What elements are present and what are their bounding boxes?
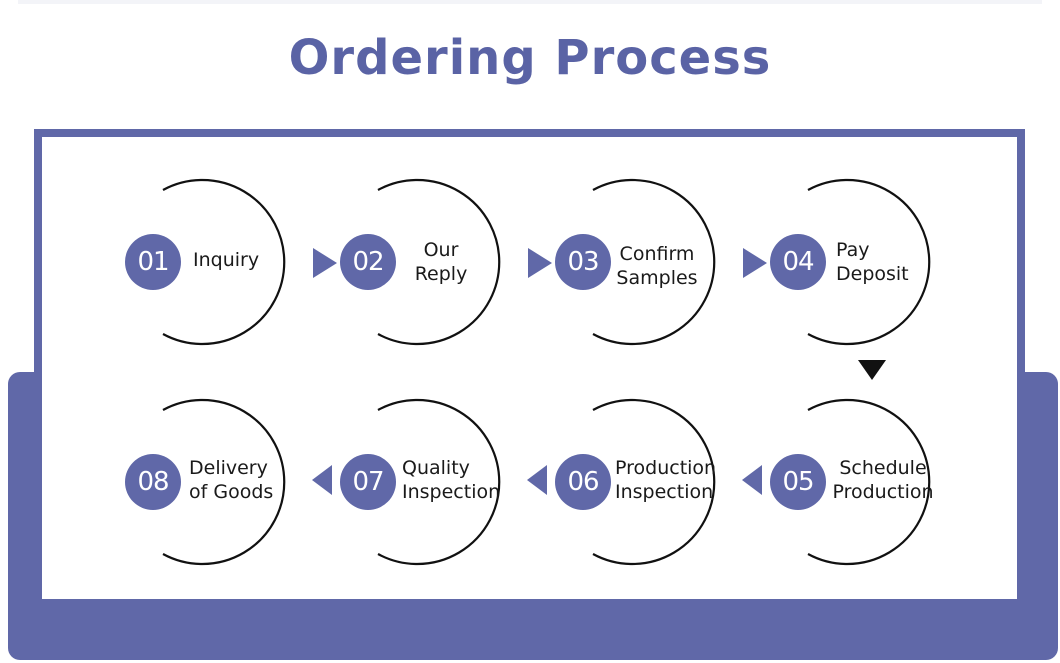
step-label: Our Reply: [414, 239, 468, 285]
arrow-left-icon: [527, 465, 547, 495]
arrow-left-icon: [312, 465, 332, 495]
diagram-card: [42, 137, 1017, 599]
step-label: Inquiry: [193, 249, 260, 271]
step-ring: [807, 178, 931, 346]
step-ring: [592, 398, 716, 566]
step-label: Production Inspection: [615, 457, 717, 503]
step-ring: [377, 178, 501, 346]
step-number-badge: 06: [555, 454, 611, 510]
step-label: Schedule Production: [832, 457, 934, 503]
arrow-down-icon: [858, 360, 886, 380]
arrow-right-icon: [528, 248, 552, 278]
arrow-right-icon: [743, 248, 767, 278]
step-02: 02 Our Reply: [340, 172, 540, 352]
step-label: Pay Deposit: [836, 239, 909, 285]
step-ring: [807, 398, 931, 566]
step-07: 07 Quality Inspection: [340, 392, 540, 572]
step-label: Quality Inspection: [402, 457, 501, 503]
step-08: 08 Delivery of Goods: [125, 392, 325, 572]
step-01: 01 Inquiry: [125, 172, 325, 352]
step-ring: [592, 178, 716, 346]
step-number-badge: 08: [125, 454, 181, 510]
step-number-badge: 04: [770, 234, 826, 290]
step-05: 05 Schedule Production: [770, 392, 970, 572]
step-label: Confirm Samples: [616, 243, 698, 289]
step-number-badge: 03: [555, 234, 611, 290]
step-number-badge: 07: [340, 454, 396, 510]
step-06: 06 Production Inspection: [555, 392, 755, 572]
step-ring: [162, 178, 286, 346]
step-number-badge: 01: [125, 234, 181, 290]
step-label: Delivery of Goods: [189, 457, 274, 503]
page-title: Ordering Process: [288, 30, 772, 86]
step-number-badge: 05: [770, 454, 826, 510]
arrow-right-icon: [313, 248, 337, 278]
arrow-left-icon: [742, 465, 762, 495]
step-04: 04 Pay Deposit: [770, 172, 970, 352]
top-divider: [18, 0, 1042, 4]
step-number-badge: 02: [340, 234, 396, 290]
step-ring: [162, 398, 286, 566]
step-ring: [377, 398, 501, 566]
step-03: 03 Confirm Samples: [555, 172, 755, 352]
